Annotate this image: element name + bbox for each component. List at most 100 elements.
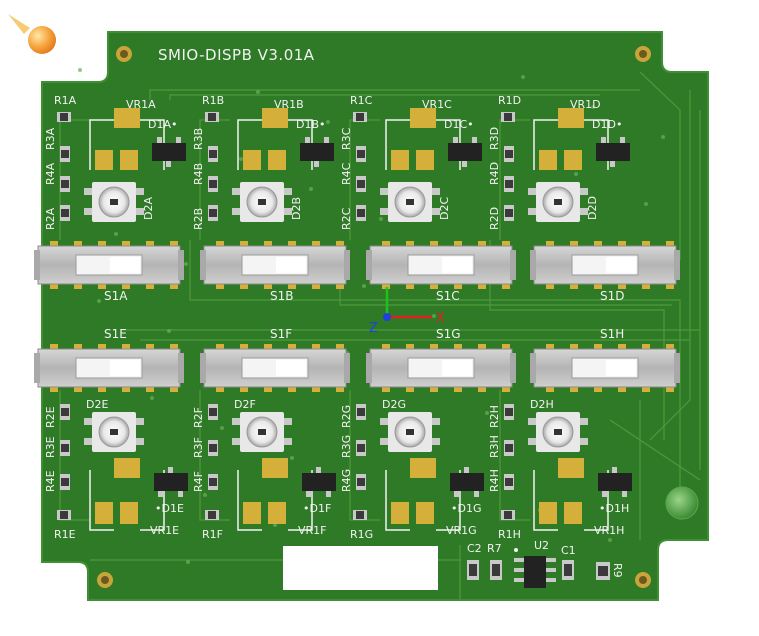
resistor bbox=[501, 112, 515, 122]
switch-knob[interactable] bbox=[606, 257, 636, 273]
label-vr: VR1E bbox=[150, 524, 179, 537]
vr-pad bbox=[262, 108, 288, 128]
x-axis-label: X bbox=[436, 311, 445, 326]
resistor bbox=[356, 176, 366, 192]
slide-switch[interactable]: S1D bbox=[530, 241, 680, 303]
resistor bbox=[205, 112, 219, 122]
slide-switch[interactable]: S1H bbox=[530, 327, 680, 392]
switch-knob[interactable] bbox=[110, 360, 140, 376]
vr-pad bbox=[558, 458, 584, 478]
label-resistor-vertical: R2D bbox=[488, 207, 501, 230]
label-resistor-vertical: R3D bbox=[488, 127, 501, 150]
label-resistor-vertical: R4A bbox=[44, 162, 57, 185]
label-d2: D2B bbox=[290, 197, 303, 220]
axis-gizmo[interactable]: X Z bbox=[369, 287, 445, 336]
label-r1: R1D bbox=[498, 94, 521, 107]
label-resistor-vertical: R2C bbox=[340, 207, 353, 230]
vr-pad bbox=[114, 458, 140, 478]
vr-pad bbox=[410, 108, 436, 128]
led-d2 bbox=[528, 182, 588, 222]
label-vr: VR1F bbox=[298, 524, 327, 537]
slide-switch[interactable]: S1G bbox=[366, 327, 516, 392]
diode-d1 bbox=[152, 143, 186, 161]
label-d1: •D1E bbox=[155, 502, 184, 515]
diode-d1 bbox=[450, 473, 484, 491]
label-r1: R1C bbox=[350, 94, 373, 107]
resistor bbox=[208, 440, 218, 456]
label-u2: U2 bbox=[534, 539, 549, 552]
slide-switch[interactable]: S1A bbox=[34, 241, 184, 303]
resistor bbox=[60, 440, 70, 456]
slide-switch[interactable]: S1E bbox=[34, 327, 184, 392]
switch-knob[interactable] bbox=[442, 360, 472, 376]
resistor bbox=[57, 112, 71, 122]
z-axis-label: Z bbox=[369, 321, 378, 336]
resistor bbox=[504, 474, 514, 490]
resistor bbox=[356, 440, 366, 456]
resistor bbox=[356, 146, 366, 162]
label-resistor-vertical: R3A bbox=[44, 127, 57, 150]
diode-d1 bbox=[302, 473, 336, 491]
label-d2: D2G bbox=[382, 398, 406, 411]
resistor bbox=[356, 205, 366, 221]
label-d1: •D1G bbox=[451, 502, 481, 515]
switch-knob[interactable] bbox=[276, 360, 306, 376]
slide-switch[interactable]: S1C bbox=[366, 241, 516, 303]
label-r1: R1A bbox=[54, 94, 77, 107]
label-resistor-vertical: R4H bbox=[488, 469, 501, 492]
led-d2 bbox=[232, 182, 292, 222]
label-r9: R9 bbox=[611, 563, 624, 578]
label-vr: VR1C bbox=[422, 98, 452, 111]
switch-knob[interactable] bbox=[606, 360, 636, 376]
resistor bbox=[504, 146, 514, 162]
diode-d1 bbox=[598, 473, 632, 491]
label-switch: S1H bbox=[600, 327, 624, 341]
led-d2 bbox=[84, 182, 144, 222]
resistor bbox=[60, 474, 70, 490]
label-vr: VR1H bbox=[594, 524, 624, 537]
label-d1: D1B• bbox=[296, 118, 326, 131]
vr-pad bbox=[558, 108, 584, 128]
label-resistor-vertical: R2F bbox=[192, 407, 205, 428]
resistor bbox=[504, 440, 514, 456]
switch-knob[interactable] bbox=[276, 257, 306, 273]
label-resistor-vertical: R2H bbox=[488, 405, 501, 428]
switch-row: S1A S1B S1C S1D S1E S1F S1G S1H bbox=[34, 241, 680, 392]
slide-switch[interactable]: S1F bbox=[200, 327, 350, 392]
label-resistor-vertical: R2G bbox=[340, 405, 353, 428]
resistor bbox=[60, 205, 70, 221]
vr-pad bbox=[410, 458, 436, 478]
label-switch: S1G bbox=[436, 327, 461, 341]
label-d1: •D1H bbox=[599, 502, 629, 515]
misc-components: C2 R7 U2 C1 R9 bbox=[467, 539, 624, 588]
label-switch: S1C bbox=[436, 289, 460, 303]
label-r1: R1B bbox=[202, 94, 224, 107]
resistor bbox=[504, 404, 514, 420]
label-vr: VR1A bbox=[126, 98, 156, 111]
label-switch: S1E bbox=[104, 327, 127, 341]
label-switch: S1B bbox=[270, 289, 293, 303]
diode-d1 bbox=[300, 143, 334, 161]
label-vr: VR1D bbox=[570, 98, 601, 111]
slide-switch[interactable]: S1B bbox=[200, 241, 350, 303]
switch-knob[interactable] bbox=[110, 257, 140, 273]
label-resistor-vertical: R3F bbox=[192, 437, 205, 458]
resistor bbox=[60, 146, 70, 162]
led-d2 bbox=[380, 182, 440, 222]
led-d2 bbox=[232, 412, 292, 452]
vr-pad bbox=[114, 108, 140, 128]
z-axis-dot bbox=[383, 313, 391, 321]
resistor bbox=[504, 176, 514, 192]
switch-knob[interactable] bbox=[442, 257, 472, 273]
label-d1: D1C• bbox=[444, 118, 474, 131]
label-resistor-vertical: R4E bbox=[44, 470, 57, 492]
label-resistor-vertical: R4B bbox=[192, 163, 205, 185]
label-switch: S1D bbox=[600, 289, 625, 303]
label-vr: VR1B bbox=[274, 98, 304, 111]
